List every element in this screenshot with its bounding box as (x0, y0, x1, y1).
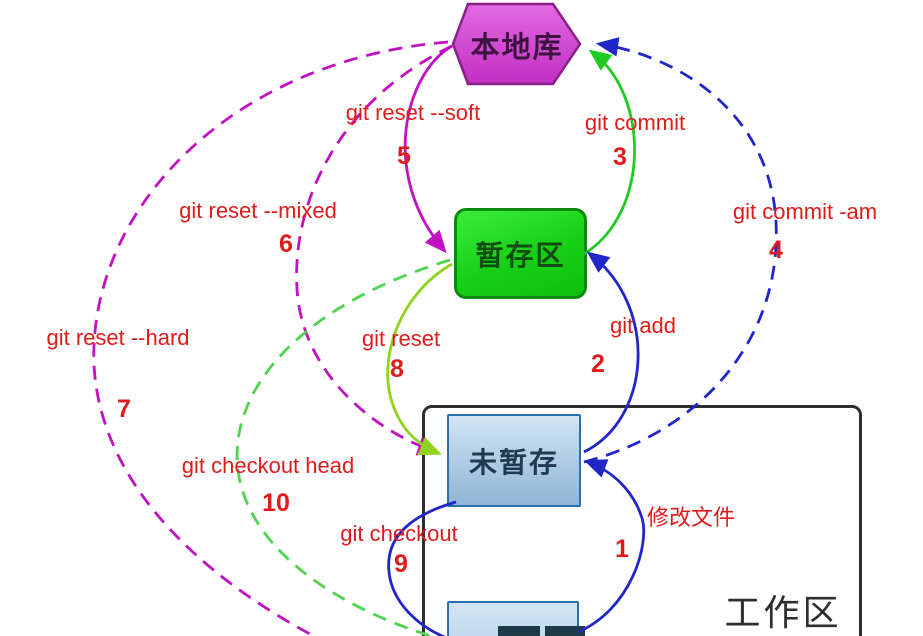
workspace-label: 工作区 (724, 592, 842, 633)
edge-label-git-reset-hard: git reset --hard (46, 325, 190, 350)
edge-num-git-reset-hard: 7 (117, 395, 131, 423)
edge-num-git-add: 2 (591, 350, 605, 378)
edge-git-reset-soft-curve (403, 44, 453, 254)
local-repo-label: 本地库 (470, 32, 564, 64)
edge-label-git-commit-am: git commit -am (732, 199, 878, 224)
edge-git-commit-am-curve (583, 37, 778, 464)
edge-git-checkout-head-curve (235, 258, 451, 636)
edge-label-git-checkout: git checkout (340, 521, 458, 546)
edge-num-git-checkout-head: 10 (262, 489, 290, 517)
unstaged-node: 未暂存 (447, 414, 581, 507)
edge-git-checkout-curve (387, 500, 457, 636)
staging-area-node: 暂存区 (454, 208, 587, 299)
edge-git-reset-curve (386, 262, 453, 456)
edge-label-git-checkout-head: git checkout head (181, 453, 355, 478)
edge-label-git-reset-mixed: git reset --mixed (179, 198, 337, 223)
edge-label-git-commit: git commit (584, 110, 686, 135)
edge-num-git-reset-soft: 5 (397, 142, 411, 170)
edge-num-git-checkout: 9 (394, 550, 408, 578)
edge-git-reset-hard-curve (92, 40, 449, 636)
cropped-text-fragment (545, 626, 585, 636)
edge-num-git-reset: 8 (390, 355, 404, 383)
unstaged-label: 未暂存 (468, 446, 559, 478)
edge-num-git-commit: 3 (613, 143, 627, 171)
edge-modify-file-curve (577, 459, 646, 634)
edge-num-git-reset-mixed: 6 (279, 230, 293, 258)
edge-label-git-reset: git reset (361, 326, 441, 351)
staging-area-label: 暂存区 (475, 239, 566, 271)
edge-num-git-commit-am: 4 (769, 236, 783, 264)
edge-git-reset-mixed-curve (295, 44, 453, 456)
edge-label-git-reset-soft: git reset --soft (345, 100, 481, 125)
edge-label-git-add: git add (609, 313, 677, 338)
edge-git-commit-curve (583, 49, 636, 256)
edge-git-add-curve (583, 251, 640, 454)
cropped-text-fragment (498, 626, 540, 636)
workspace-box (422, 405, 862, 636)
edge-label-modify-file: 修改文件 (646, 505, 736, 530)
local-repo-node (451, 2, 582, 86)
edge-num-modify-file: 1 (615, 535, 629, 563)
